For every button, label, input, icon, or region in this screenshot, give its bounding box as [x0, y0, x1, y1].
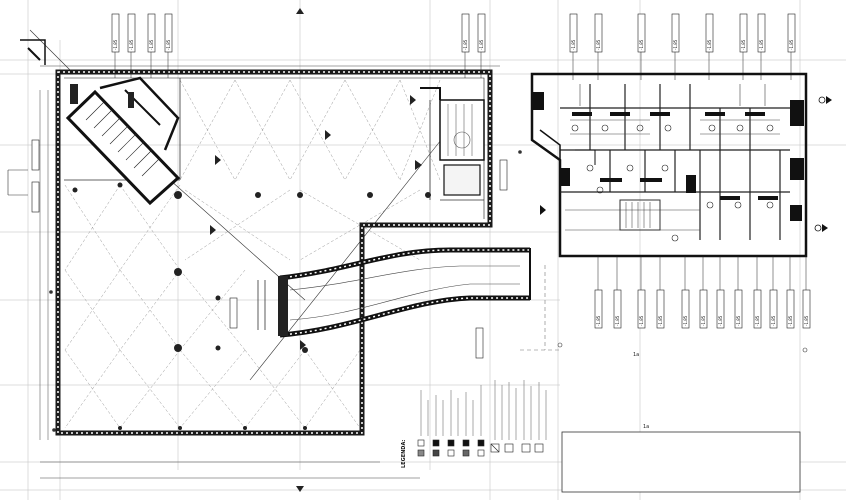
tag-bottom-7: -1.85	[718, 315, 723, 326]
structural-blocks	[532, 92, 804, 221]
dimension-lines	[39, 65, 500, 479]
tag-top-3: -1.85	[149, 39, 154, 50]
tag-top-6: -1.85	[479, 39, 484, 50]
tag-bottom-11: -1.85	[788, 315, 793, 326]
tag-leaders-bottom	[597, 256, 807, 290]
tag-top-8: -1.85	[596, 39, 601, 50]
tag-bottom-6: -1.85	[701, 315, 706, 326]
tag-top-9: -1.85	[639, 39, 644, 50]
tag-top-12: -1.85	[741, 39, 746, 50]
tag-top-13: -1.85	[759, 39, 764, 50]
misc-symbols	[7, 150, 808, 432]
section-markers	[540, 96, 832, 232]
legend-title: LEGENDA:	[401, 440, 407, 468]
elevation-tags-bottom: -1.85 -1.85 -1.85 -1.85 -1.85 -1.85 -1.8…	[594, 289, 811, 329]
tag-top-4: -1.85	[166, 39, 171, 50]
garage-stair	[420, 87, 485, 196]
title-block: 1a 1a	[561, 352, 801, 493]
elevation-tags-top: -1.85 -1.85 -1.85 -1.85 -1.85 -1.85 -1.8…	[111, 13, 796, 80]
tag-bottom-10: -1.85	[771, 315, 776, 326]
tag-bottom-4: -1.85	[658, 315, 663, 326]
right-building-symbols	[571, 124, 774, 242]
legend: LEGENDA:	[401, 380, 547, 468]
marker-arrows	[210, 8, 422, 492]
site-outline	[520, 265, 560, 351]
tag-top-10: -1.85	[673, 39, 678, 50]
tag-top-1: -1.85	[113, 39, 118, 50]
right-building-thin-walls	[565, 84, 780, 231]
tag-top-14: -1.85	[789, 39, 794, 50]
right-building-interior	[560, 84, 790, 240]
tag-bottom-2: -1.85	[615, 315, 620, 326]
hatch-diagonals	[64, 79, 441, 429]
tag-top-5: -1.85	[463, 39, 468, 50]
right-building-stair	[539, 129, 661, 231]
room-label-a: 1a	[633, 352, 639, 358]
garage-outer-wall	[55, 69, 493, 436]
diagonal-stair-core	[20, 39, 181, 206]
tag-bottom-5: -1.85	[683, 315, 688, 326]
side-tags	[31, 139, 508, 359]
tag-bottom-8: -1.85	[736, 315, 741, 326]
tag-bottom-12: -1.85	[804, 315, 809, 326]
tag-top-7: -1.85	[571, 39, 576, 50]
tag-bottom-3: -1.85	[639, 315, 644, 326]
entry-ramp	[257, 247, 531, 338]
columns	[72, 182, 431, 430]
tag-top-2: -1.85	[129, 39, 134, 50]
tag-top-11: -1.85	[707, 39, 712, 50]
tag-bottom-9: -1.85	[755, 315, 760, 326]
tag-bottom-1: -1.85	[596, 315, 601, 326]
right-building-outline	[530, 72, 808, 258]
room-label-b: 1a	[643, 424, 649, 430]
